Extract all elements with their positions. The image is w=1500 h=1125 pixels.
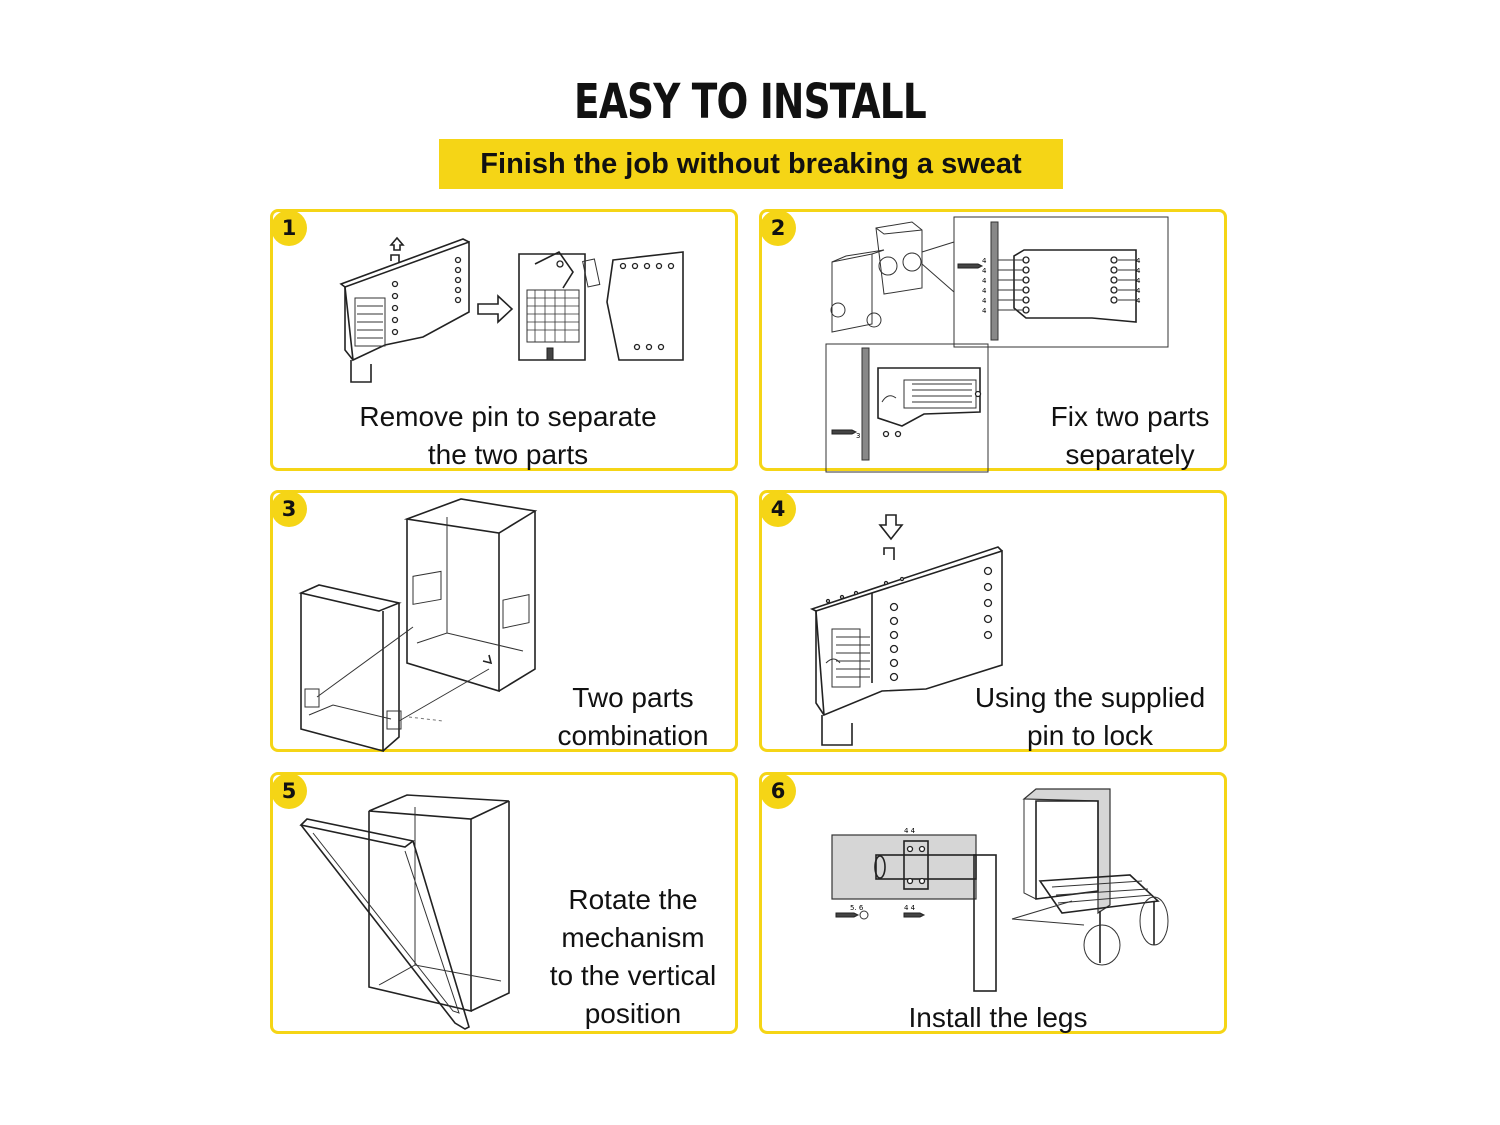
screw-label: 4 xyxy=(1136,287,1141,295)
screw-label: 4 xyxy=(982,257,987,265)
screw-label: 4 xyxy=(982,287,987,295)
screw-label: 4 xyxy=(982,297,987,305)
step-number-badge: 6 xyxy=(760,773,796,809)
screw-label: 4 xyxy=(1136,257,1141,265)
page-title: EASY TO INSTALL xyxy=(574,74,927,130)
caption-line: separately xyxy=(1065,439,1195,470)
caption-line: to the vertical xyxy=(549,960,717,991)
rotate-mechanism-illustration xyxy=(299,794,510,1030)
step-caption: Install the legs xyxy=(858,999,1138,1037)
screw-label: 4 xyxy=(982,277,987,285)
step-caption: Fix two parts separately xyxy=(1024,398,1236,474)
caption-line: pin to lock xyxy=(1026,720,1154,751)
step-card-1: 1 xyxy=(270,209,738,471)
caption-line: Remove pin to separate xyxy=(359,401,657,432)
step-card-3: 3 Two parts combination xyxy=(270,490,738,755)
install-legs-illustration: 4 4 4 4 5. 6 xyxy=(831,788,1169,992)
caption-line: Install the legs xyxy=(908,1002,1088,1033)
screw-label: 4 xyxy=(1136,277,1141,285)
step-number-badge: 2 xyxy=(760,210,796,246)
caption-line: Rotate the xyxy=(568,884,698,915)
step-card-2: 2 4 4 4 4 4 4 xyxy=(759,209,1227,473)
step-number-badge: 3 xyxy=(271,491,307,527)
subtitle-banner: Finish the job without breaking a sweat xyxy=(439,139,1063,189)
caption-line: Fix two parts xyxy=(1050,401,1210,432)
caption-line: the two parts xyxy=(427,439,589,470)
combine-parts-illustration xyxy=(298,498,538,753)
caption-line: position xyxy=(584,998,682,1029)
caption-line: Using the supplied xyxy=(974,682,1206,713)
step-card-6: 6 4 4 4 4 5. 6 Install the legs xyxy=(759,772,1227,1034)
lock-pin-illustration xyxy=(809,514,1003,746)
step-caption: Two parts combination xyxy=(533,679,733,755)
separate-parts-illustration xyxy=(339,236,684,383)
screw-label: 4 4 xyxy=(904,827,916,835)
screw-label: 3 xyxy=(856,432,860,440)
fix-parts-illustration: 4 4 4 4 4 4 4 4 4 4 4 3 xyxy=(825,216,1169,473)
screw-label: 4 xyxy=(982,267,987,275)
step-number-badge: 4 xyxy=(760,491,796,527)
caption-line: combination xyxy=(557,720,709,751)
step-number-badge: 1 xyxy=(271,210,307,246)
step-number-badge: 5 xyxy=(271,773,307,809)
caption-line: mechanism xyxy=(561,922,705,953)
screw-label: 4 xyxy=(1136,267,1141,275)
step-caption: Rotate the mechanism to the vertical pos… xyxy=(527,881,739,1033)
screw-label: 4 xyxy=(1136,297,1141,305)
step-card-4: 4 Using the supplied pin to lock xyxy=(759,490,1227,752)
step-caption: Using the supplied pin to lock xyxy=(958,679,1222,755)
step-caption: Remove pin to separate the two parts xyxy=(313,398,703,474)
screw-label: 4 4 xyxy=(904,904,916,912)
bolt-label: 5. 6 xyxy=(850,904,864,912)
step-card-5: 5 Rotate the mechanism to the vertical p… xyxy=(270,772,738,1034)
caption-line: Two parts xyxy=(572,682,694,713)
screw-label: 4 xyxy=(982,307,987,315)
